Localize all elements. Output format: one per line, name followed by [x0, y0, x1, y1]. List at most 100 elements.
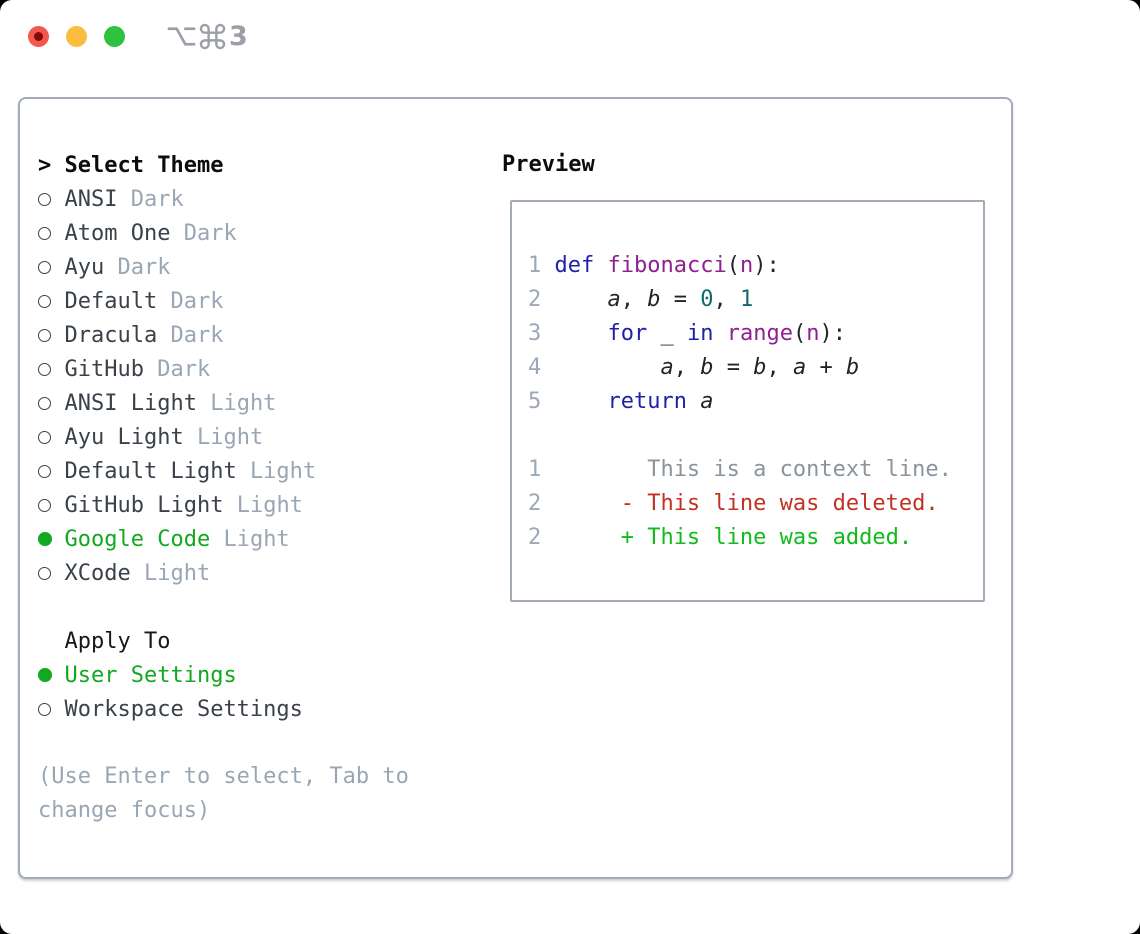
radio-icon: [38, 362, 51, 376]
theme-name: Dracula: [64, 322, 158, 348]
theme-option[interactable]: Ayu Dark: [38, 250, 468, 284]
traffic-lights: [28, 25, 125, 47]
radio-icon: [38, 464, 51, 478]
theme-name: ANSI: [64, 186, 118, 212]
code-segment: (: [792, 321, 807, 346]
theme-option[interactable]: XCode Light: [38, 556, 468, 590]
code-segment: b: [753, 355, 767, 380]
code-segment: a: [792, 355, 807, 380]
code-segment: ):: [819, 321, 846, 346]
line-number: 1: [528, 253, 542, 278]
theme-name: Default Light: [64, 458, 237, 484]
close-button[interactable]: [28, 25, 49, 47]
code-segment: fibonacci: [607, 253, 727, 278]
theme-option[interactable]: ANSI Light Light: [38, 386, 468, 420]
code-segment: ,: [713, 287, 740, 312]
code-segment: a: [700, 389, 714, 414]
radio-icon: [38, 668, 52, 682]
code-segment: [554, 321, 607, 346]
radio-icon: [38, 192, 51, 206]
diff-line: 2 + This line was added.: [528, 521, 983, 555]
theme-option[interactable]: Ayu Light Light: [38, 420, 468, 454]
radio-icon: [38, 328, 51, 342]
command-key-icon: [199, 23, 226, 49]
theme-name: Ayu: [64, 254, 105, 280]
theme-variant-badge: Light: [196, 424, 264, 450]
code-segment: return: [607, 389, 687, 414]
code-segment: [554, 287, 607, 312]
apply-to-option[interactable]: Workspace Settings: [38, 692, 468, 726]
code-segment: def: [554, 253, 595, 278]
code-segment: [687, 389, 700, 414]
code-segment: for: [607, 321, 648, 346]
theme-variant-badge: Light: [223, 526, 290, 552]
radio-icon: [38, 396, 51, 410]
code-line: 5 return a: [528, 385, 983, 419]
shortcut-number: 3: [229, 20, 248, 52]
radio-icon: [38, 226, 51, 240]
theme-variant-badge: Dark: [130, 186, 184, 212]
code-segment: _: [647, 321, 687, 346]
code-segment: =: [660, 287, 701, 312]
code-segment: (: [726, 253, 740, 278]
code-line: 2 a, b = 0, 1: [528, 283, 983, 317]
radio-icon: [38, 702, 51, 716]
theme-variant-badge: Dark: [117, 254, 171, 280]
apply-to-option[interactable]: User Settings: [38, 658, 468, 692]
minimize-button[interactable]: [66, 25, 87, 47]
code-segment: a: [607, 287, 621, 312]
code-line: 4 a, b = b, a + b: [528, 351, 983, 385]
line-number: 2: [528, 525, 542, 550]
theme-variant-badge: Light: [143, 560, 211, 586]
theme-variant-badge: Dark: [170, 322, 224, 348]
theme-variant-badge: Dark: [157, 356, 211, 382]
theme-name: ANSI Light: [64, 390, 197, 416]
theme-option[interactable]: ANSI Dark: [38, 182, 468, 216]
apply-to-label: User Settings: [64, 662, 237, 688]
theme-option[interactable]: GitHub Dark: [38, 352, 468, 386]
theme-name: Google Code: [64, 526, 211, 552]
keyboard-hint: (Use Enter to select, Tab to change focu…: [38, 764, 409, 823]
zoom-button[interactable]: [104, 25, 125, 47]
select-theme-title: > Select Theme: [38, 148, 468, 182]
code-segment: ,: [620, 287, 648, 312]
diff-preview: 1 This is a context line.2 - This line w…: [528, 453, 983, 555]
radio-icon: [38, 294, 51, 308]
line-number: 1: [528, 457, 542, 482]
preview-title: Preview: [502, 152, 595, 177]
section-gap: [38, 590, 468, 624]
theme-variant-badge: Light: [210, 390, 277, 416]
theme-name: XCode: [64, 560, 131, 586]
line-number: 2: [528, 287, 542, 312]
theme-variant-badge: Dark: [183, 220, 237, 246]
theme-name: Default: [64, 288, 158, 314]
code-segment: [554, 389, 607, 414]
cursor-prefix: >: [38, 152, 52, 178]
theme-option[interactable]: Dracula Dark: [38, 318, 468, 352]
option-key-icon: [167, 26, 196, 46]
theme-option[interactable]: Google Code Light: [38, 522, 468, 556]
line-number: 3: [528, 321, 542, 346]
code-segment: ,: [766, 355, 793, 380]
apply-to-label: Workspace Settings: [64, 696, 303, 722]
diff-text: + This line was added.: [554, 525, 913, 550]
theme-name: GitHub: [64, 356, 144, 382]
radio-icon: [38, 566, 51, 580]
code-segment: b: [845, 355, 860, 380]
code-segment: [554, 355, 660, 380]
select-theme-title-text: Select Theme: [64, 152, 224, 178]
code-segment: range: [726, 321, 793, 346]
line-number: 5: [528, 389, 542, 414]
theme-name: Ayu Light: [64, 424, 184, 450]
radio-icon: [38, 430, 51, 444]
